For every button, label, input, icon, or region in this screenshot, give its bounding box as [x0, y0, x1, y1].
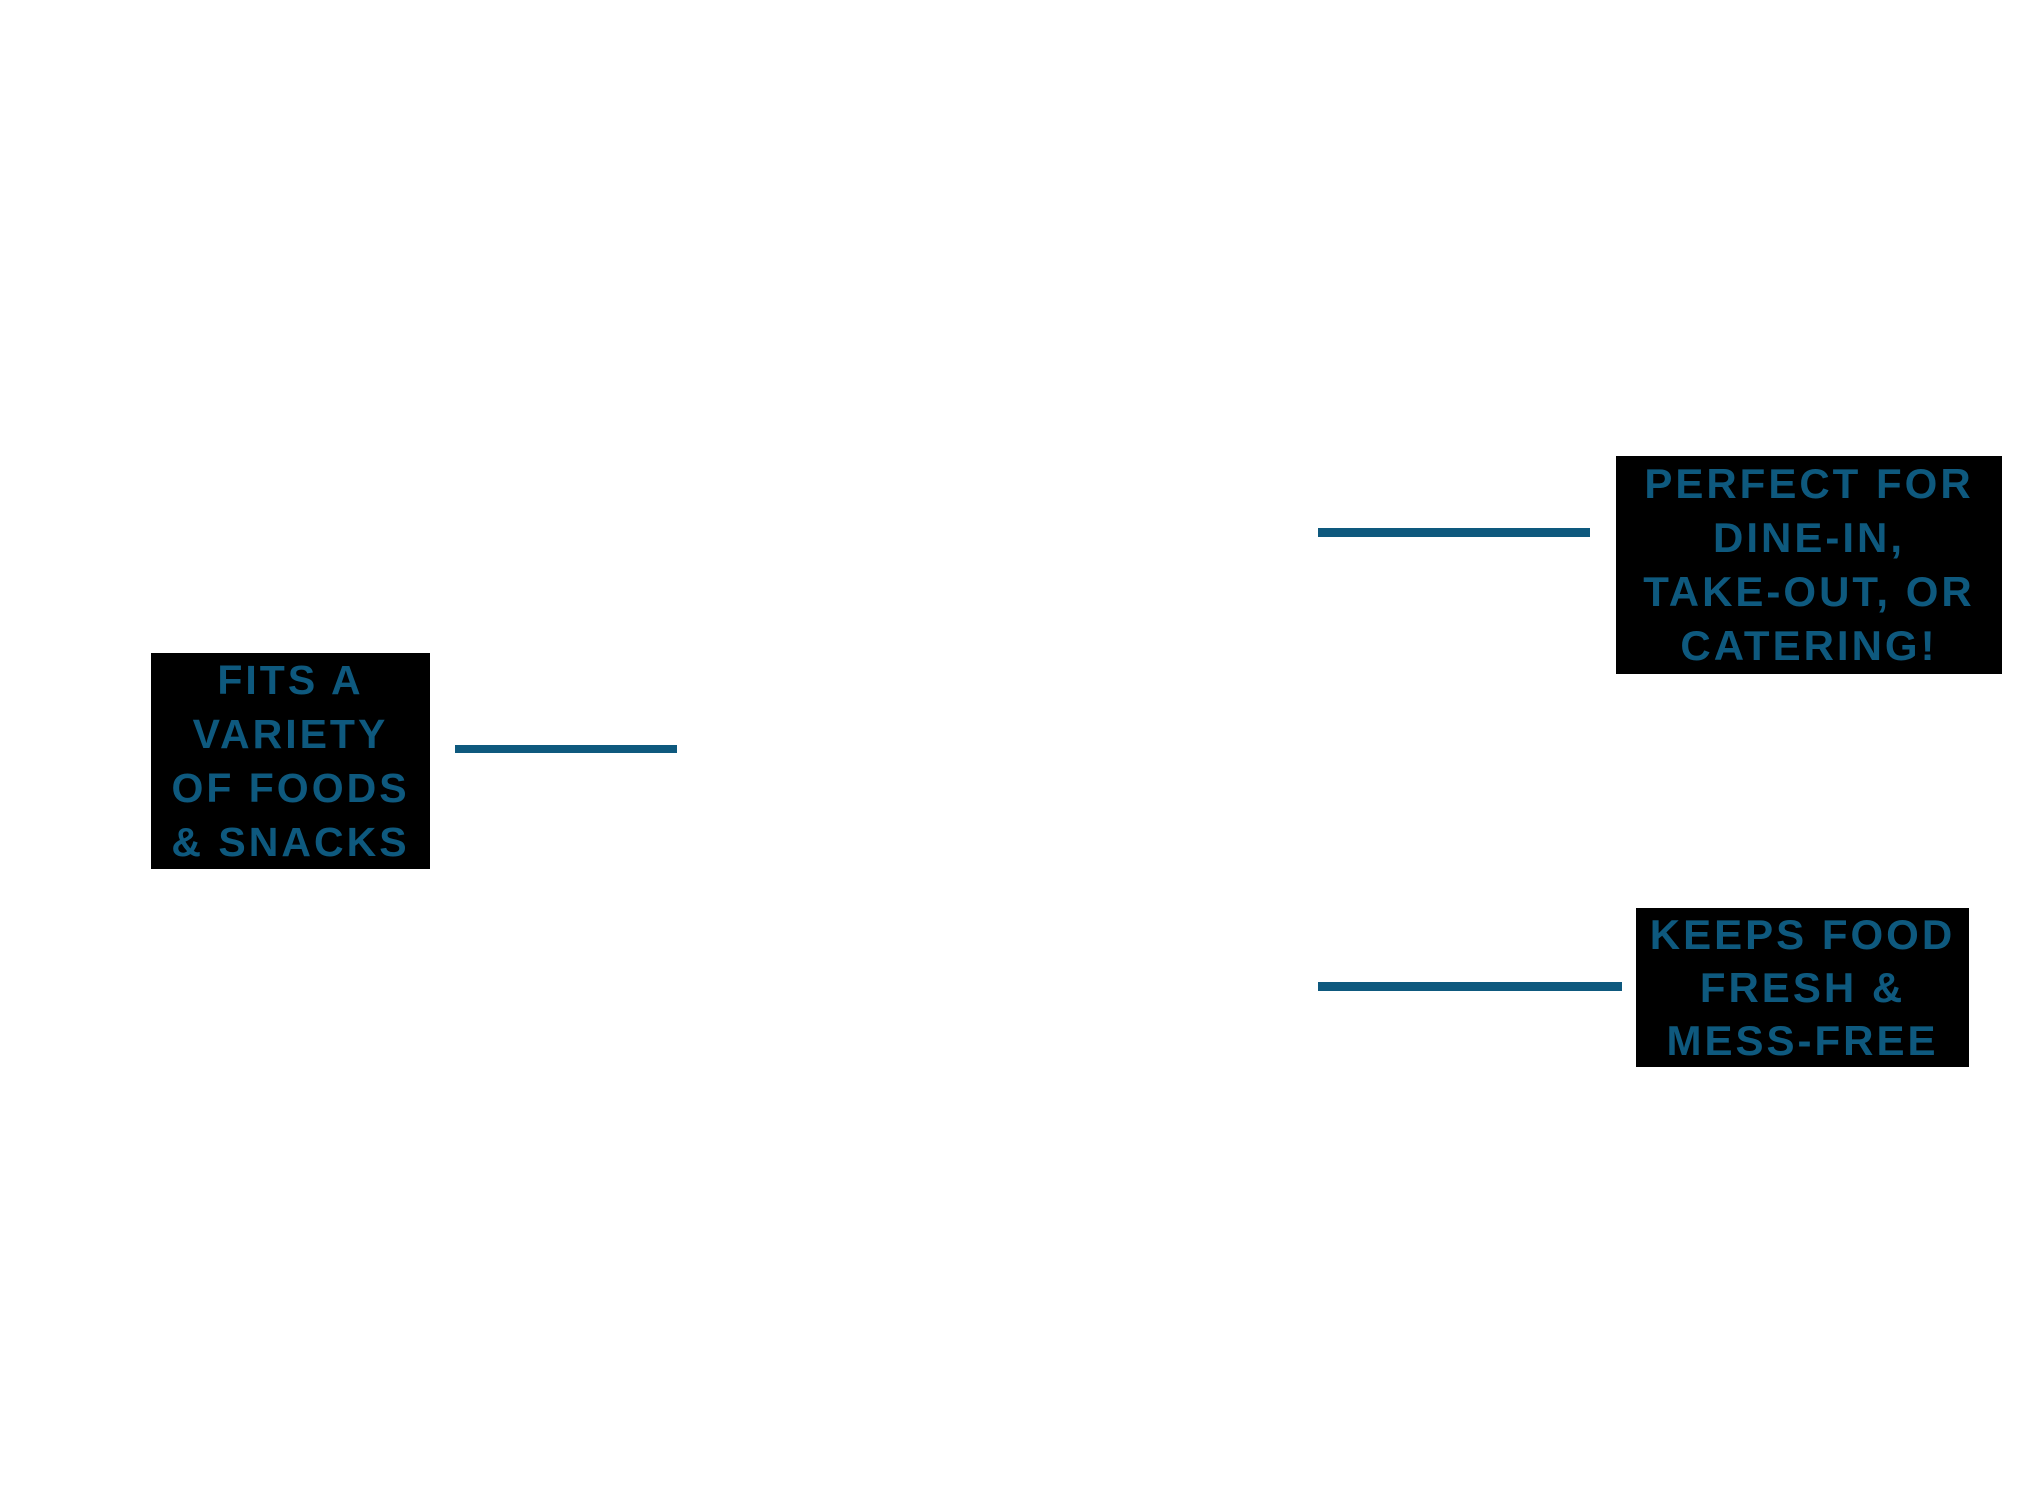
leader-line-fits-variety — [455, 745, 677, 753]
callout-panel-perfect-for: PERFECT FOR DINE-IN, TAKE-OUT, OR CATERI… — [1616, 456, 2002, 674]
callout-panel-fits-variety: FITS A VARIETY OF FOODS & SNACKS — [151, 653, 430, 869]
leader-line-keeps-food — [1318, 982, 1622, 991]
callout-text-line: KEEPS FOOD — [1649, 911, 1956, 958]
callout-text-line: OF FOODS — [171, 765, 410, 811]
callout-text-line: MESS-FREE — [1666, 1017, 1939, 1064]
callout-text-line: DINE-IN, — [1713, 514, 1905, 561]
callout-text-line: PERFECT FOR — [1644, 460, 1974, 507]
leader-line-perfect-for — [1318, 528, 1590, 537]
callout-text-line: VARIETY — [192, 711, 389, 757]
callout-text-line: & SNACKS — [171, 819, 410, 865]
callout-text-line: FITS A — [217, 657, 364, 703]
callout-text-line: FRESH & — [1699, 964, 1906, 1011]
callout-text-line: CATERING! — [1680, 622, 1938, 669]
callout-panel-keeps-food: KEEPS FOOD FRESH & MESS-FREE — [1636, 908, 1969, 1067]
callout-text-line: TAKE-OUT, OR — [1643, 568, 1975, 615]
